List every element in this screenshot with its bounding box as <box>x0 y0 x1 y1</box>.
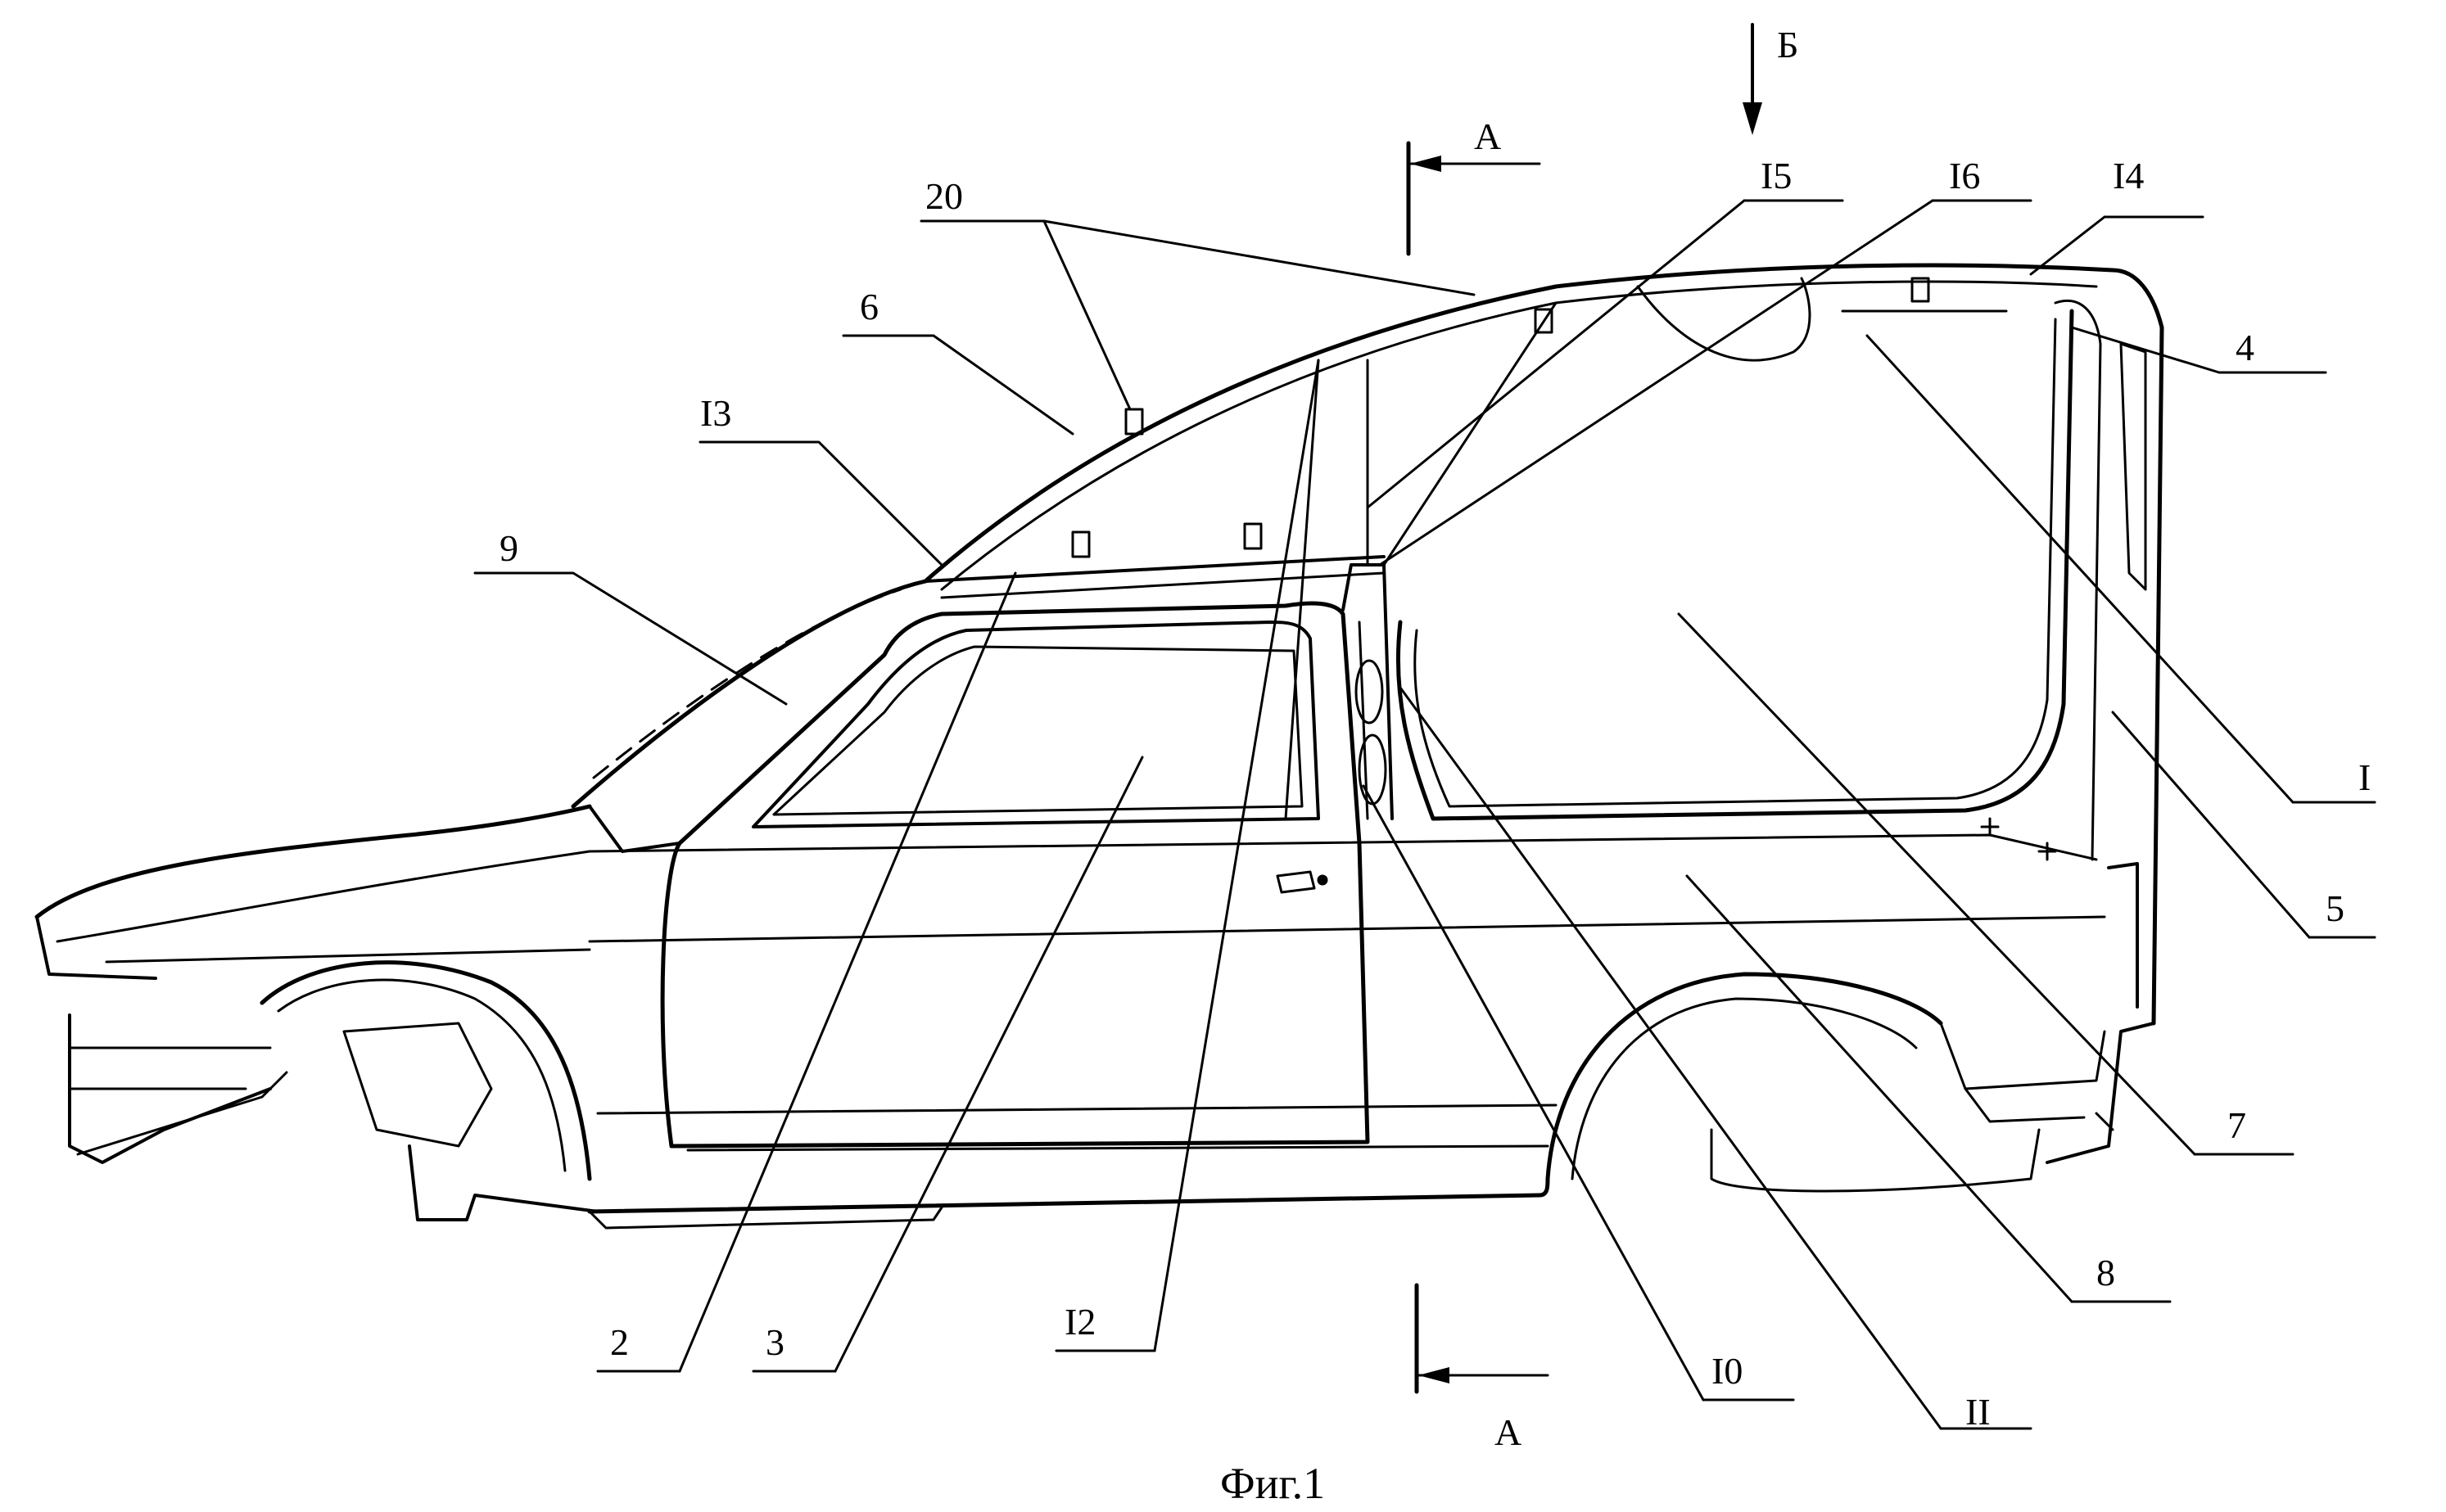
callout-9: 9 <box>473 527 788 706</box>
section-marker-a-bottom: А <box>1414 1283 1549 1453</box>
section-label-a-bottom: А <box>1494 1411 1521 1453</box>
label-4: 4 <box>2236 327 2254 368</box>
callout-10: I0 <box>1362 784 1795 1401</box>
callout-6: 6 <box>842 286 1074 436</box>
label-2: 2 <box>610 1321 629 1363</box>
callout-14: I4 <box>2029 155 2204 276</box>
label-14: I4 <box>2113 155 2144 196</box>
label-16: I6 <box>1949 155 1980 196</box>
callout-4: 4 <box>2070 326 2327 374</box>
view-label-b: Б <box>1777 24 1798 65</box>
callout-11: II <box>1399 686 2032 1433</box>
callout-12: I2 <box>1055 359 1320 1352</box>
callout-20: 20 <box>920 175 1476 411</box>
callout-3: 3 <box>752 756 1144 1373</box>
label-7: 7 <box>2227 1104 2246 1146</box>
label-11: II <box>1965 1391 1991 1433</box>
label-10: I0 <box>1711 1350 1743 1392</box>
label-8: 8 <box>2096 1252 2115 1293</box>
car-body-outline <box>34 263 2164 1230</box>
callout-8: 8 <box>1685 874 2172 1303</box>
label-20: 20 <box>925 175 963 217</box>
callout-13: I3 <box>699 392 943 566</box>
callout-16: I6 <box>1378 155 2032 566</box>
label-3: 3 <box>766 1321 784 1363</box>
label-9: 9 <box>500 527 518 569</box>
section-label-a-top: А <box>1474 115 1501 157</box>
label-12: I2 <box>1065 1301 1096 1343</box>
view-marker-b: Б <box>1743 23 1798 135</box>
label-5: 5 <box>2326 887 2344 929</box>
section-marker-a-top: А <box>1406 115 1541 256</box>
label-13: I3 <box>700 392 731 434</box>
callout-5: 5 <box>2111 711 2376 939</box>
callout-2: 2 <box>596 571 1017 1373</box>
label-6: 6 <box>860 286 879 327</box>
figure-caption: Фиг.1 <box>1220 1459 1325 1508</box>
callout-1: I <box>1865 334 2376 804</box>
callout-7: 7 <box>1677 612 2295 1156</box>
label-15: I5 <box>1761 155 1792 196</box>
callout-15: I5 <box>1366 155 1844 509</box>
label-1: I <box>2358 756 2371 798</box>
